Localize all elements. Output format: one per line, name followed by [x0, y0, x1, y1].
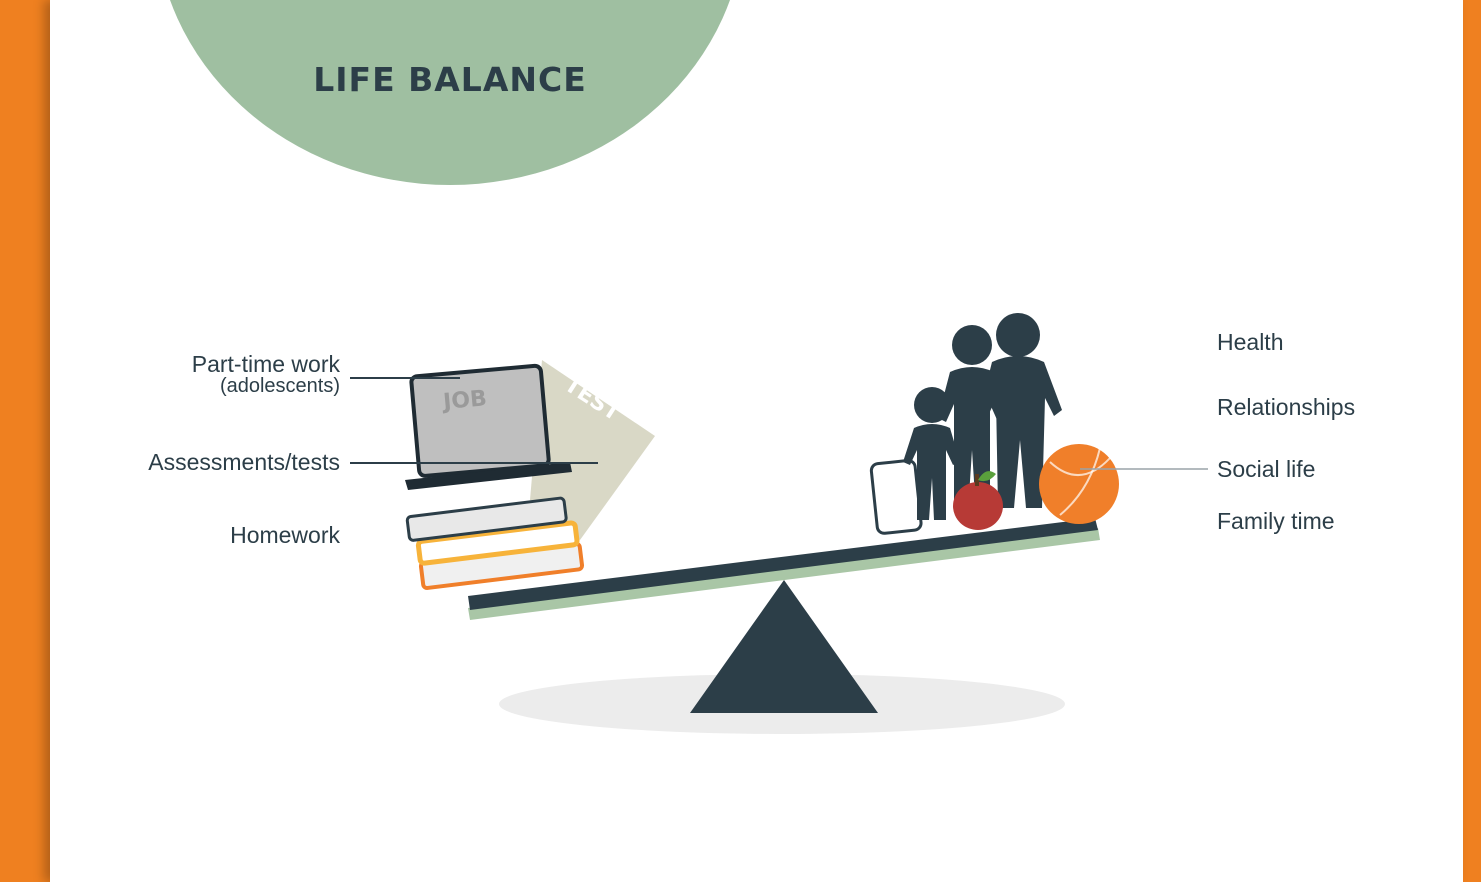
label-family-time: Family time	[1217, 508, 1335, 534]
laptop-job-icon: JOB	[405, 363, 572, 490]
label-part-time-work: Part-time work (adolescents)	[192, 352, 340, 396]
laptop-job-label: JOB	[440, 386, 488, 415]
label-part-time-work-note: (adolescents)	[219, 375, 340, 397]
life-balance-card: LIFE BALANCE TEST JOB	[50, 0, 1463, 882]
phone-icon	[869, 458, 923, 535]
title-area: LIFE BALANCE	[50, 0, 850, 100]
page-title: LIFE BALANCE	[313, 60, 587, 99]
seesaw-plank-edge	[468, 528, 1100, 620]
apple-icon	[953, 471, 1003, 530]
label-social-life: Social life	[1217, 456, 1316, 482]
books-stack-icon	[405, 496, 585, 590]
label-assessments: Assessments/tests	[148, 449, 340, 475]
label-part-time-work-text: Part-time work	[191, 351, 340, 377]
seesaw-illustration: TEST JOB	[350, 313, 1208, 734]
seesaw-plank	[468, 518, 1098, 610]
basketball-icon	[1039, 444, 1119, 524]
fulcrum-triangle	[690, 580, 878, 713]
label-health: Health	[1217, 329, 1284, 355]
label-relationships: Relationships	[1217, 394, 1356, 420]
label-homework: Homework	[230, 522, 340, 548]
family-silhouette-icon	[903, 313, 1062, 520]
